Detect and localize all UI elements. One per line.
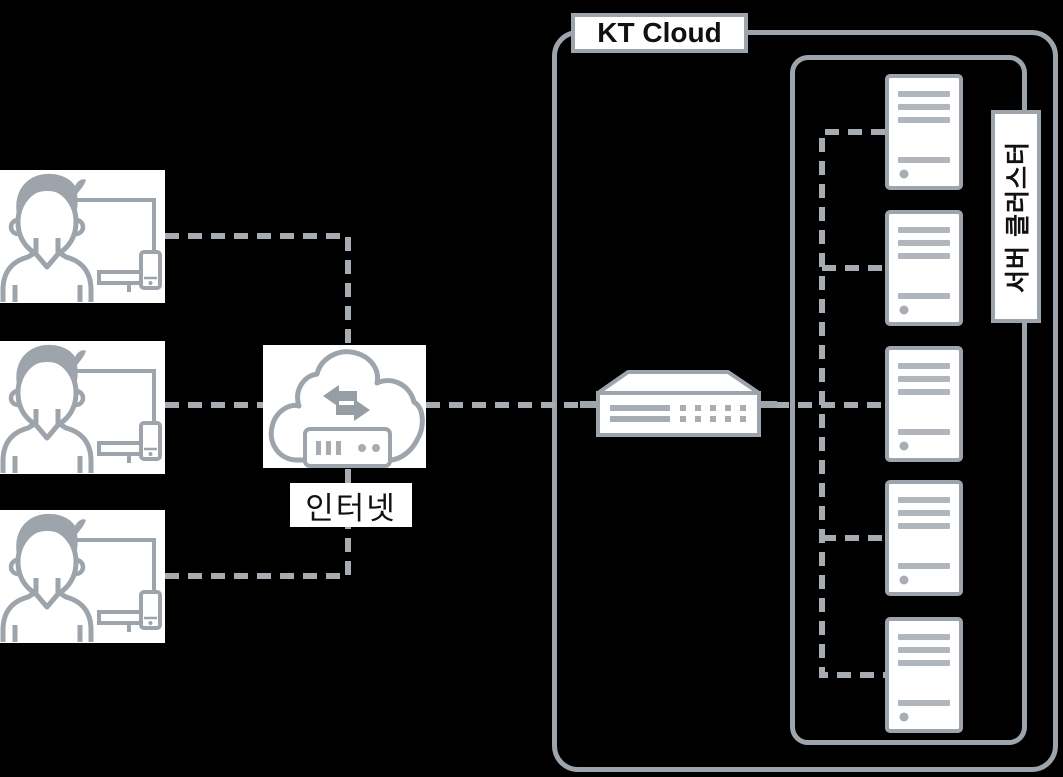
user-node-2 [0, 341, 165, 474]
server-node-4 [885, 480, 963, 596]
internet-label: 인터넷 [290, 483, 412, 527]
user-node-3 [0, 510, 165, 643]
server-node-5 [885, 617, 963, 733]
link-user1-internet [165, 233, 351, 345]
right-arrow-icon [336, 399, 370, 421]
user-icon [0, 170, 165, 303]
server-cluster-label: 서버 클러스터 [991, 110, 1041, 323]
network-switch-node [580, 360, 777, 437]
server-node-1 [885, 74, 963, 190]
user-icon [0, 341, 165, 474]
server-icon [885, 617, 963, 733]
server-icon [885, 74, 963, 190]
network-switch-icon [580, 370, 777, 437]
cluster-trunk-line [819, 129, 885, 678]
kt-cloud-boundary [552, 30, 1058, 772]
user-node-1 [0, 170, 165, 303]
server-node-2 [885, 210, 963, 326]
cloud-network-icon [263, 345, 426, 468]
server-icon [885, 480, 963, 596]
internet-cloud-node [263, 345, 426, 468]
server-cluster-boundary [790, 55, 1027, 745]
server-icon [885, 346, 963, 462]
kt-cloud-title: KT Cloud [571, 13, 748, 53]
user-icon [0, 510, 165, 643]
left-arrow-icon [323, 385, 357, 407]
server-node-3 [885, 346, 963, 462]
server-cluster-label-text: 서버 클러스터 [1004, 140, 1033, 293]
server-icon [885, 210, 963, 326]
